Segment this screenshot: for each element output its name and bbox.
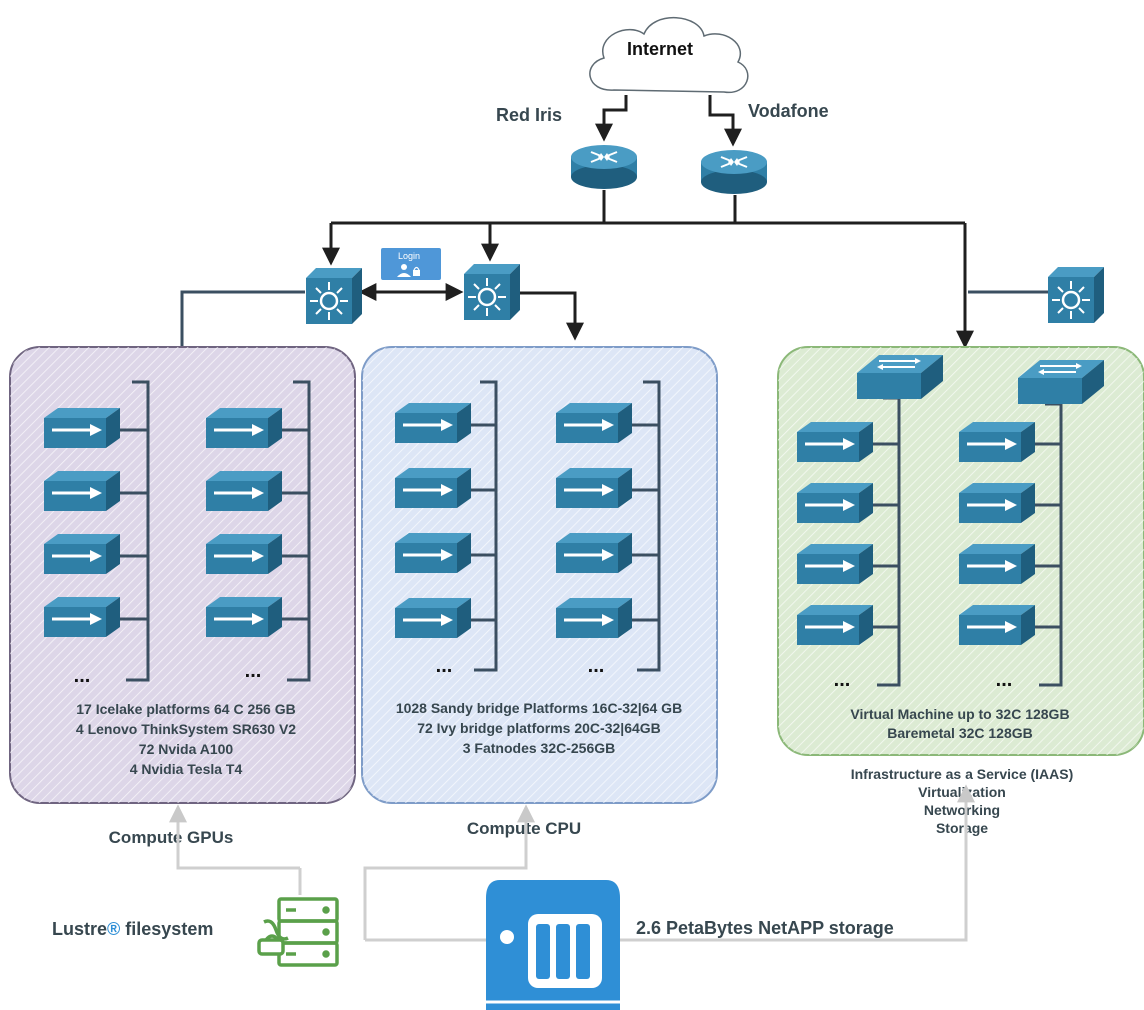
iaas-rack-2-switch-icon xyxy=(959,422,1035,462)
gpu-line-4: 4 Nvidia Tesla T4 xyxy=(130,761,243,777)
gpu-rack-2-switch-icon xyxy=(206,534,282,574)
cpu-rack-2-switch-icon xyxy=(556,533,632,573)
compute-cpu-title: Compute CPU xyxy=(467,819,581,838)
iaas-rack-2-switch-icon xyxy=(959,544,1035,584)
gpu-rack1-ellipsis: ... xyxy=(74,665,91,687)
cpu-rack-1-switch-icon xyxy=(395,403,471,443)
gpu-cluster-description: 17 Icelake platforms 64 C 256 GB 4 Lenov… xyxy=(76,701,296,777)
cpu-rack-1-switch-icon xyxy=(395,533,471,573)
iaas-rack-1-switch-icon xyxy=(797,544,873,584)
registered-mark: ® xyxy=(107,919,120,939)
iaas-rack-2-bus xyxy=(1039,402,1063,687)
cpu-rack-2-switch-icon xyxy=(556,598,632,638)
iaas-line-1: Virtual Machine up to 32C 128GB xyxy=(850,706,1069,722)
internet-cloud: Internet xyxy=(589,17,749,94)
iaas-title-3: Networking xyxy=(924,802,1000,818)
user-lock-icon xyxy=(397,264,420,277)
cpu-cluster-box xyxy=(361,346,718,804)
cpu-line-1: 1028 Sandy bridge Platforms 16C-32|64 GB xyxy=(396,700,682,716)
backbone-lines xyxy=(322,190,974,349)
cpu-rack1-ellipsis: ... xyxy=(436,655,453,677)
gpu-rack-1-switch-icon xyxy=(44,597,120,637)
iaas-rack-1-switch-icon xyxy=(797,422,873,462)
login-label: Login xyxy=(398,251,420,261)
lustre-name: Lustre xyxy=(52,919,107,939)
cpu-line-3: 3 Fatnodes 32C-256GB xyxy=(463,740,616,756)
cpu-rack-1-switch-icon xyxy=(395,468,471,508)
cpu-line-2: 72 Ivy bridge platforms 20C-32|64GB xyxy=(417,720,661,736)
router-red-iris-icon xyxy=(571,144,637,189)
login-badge: Login xyxy=(381,248,441,280)
netapp-storage-icon xyxy=(486,880,620,1010)
gpu-rack-2-switch-icon xyxy=(206,471,282,511)
router-vodafone-icon xyxy=(701,149,767,194)
iaas-title-2: Virtualization xyxy=(918,784,1006,800)
gpu-line-1: 17 Icelake platforms 64 C 256 GB xyxy=(76,701,295,717)
cpu-rack-2-switch-icon xyxy=(556,403,632,443)
gpu-rack-2-bus xyxy=(287,380,311,682)
gpu-rack-2-switch-icon xyxy=(206,597,282,637)
iaas-cluster-description: Virtual Machine up to 32C 128GB Baremeta… xyxy=(850,706,1069,741)
iaas-rack-1-switch-icon xyxy=(797,605,873,645)
iaas-rack-2-switch-icon xyxy=(959,483,1035,523)
iaas-rack1-ellipsis: ... xyxy=(834,669,851,691)
netapp-label: 2.6 PetaBytes NetAPP storage xyxy=(636,918,894,938)
red-iris-label: Red Iris xyxy=(496,105,562,125)
iaas-title-1: Infrastructure as a Service (IAAS) xyxy=(851,766,1074,782)
gpu-cluster-box xyxy=(9,346,356,804)
core-switch-cpu-icon xyxy=(464,264,520,320)
cpu-rack2-ellipsis: ... xyxy=(588,655,605,677)
compute-gpus-title: Compute GPUs xyxy=(109,828,234,847)
gpu-line-2: 4 Lenovo ThinkSystem SR630 V2 xyxy=(76,721,296,737)
storage-links xyxy=(169,784,975,942)
gpu-rack-2-switch-icon xyxy=(206,408,282,448)
core-switch-iaas-icon xyxy=(1048,267,1104,323)
gpu-rack-1-bus xyxy=(126,380,150,682)
server-racks xyxy=(44,380,1063,687)
iaas-line-2: Baremetal 32C 128GB xyxy=(887,725,1033,741)
iaas-title-4: Storage xyxy=(936,820,988,836)
iaas-rack-2-switch-icon xyxy=(959,605,1035,645)
lustre-label: Lustre® filesystem xyxy=(52,919,213,939)
vodafone-label: Vodafone xyxy=(748,101,829,121)
cpu-cluster-description: 1028 Sandy bridge Platforms 16C-32|64 GB… xyxy=(396,700,682,756)
gpu-rack-1-switch-icon xyxy=(44,408,120,448)
iaas-title: Infrastructure as a Service (IAAS) Virtu… xyxy=(851,766,1074,836)
uplink-lines xyxy=(595,95,742,147)
cpu-rack-1-switch-icon xyxy=(395,598,471,638)
cpu-rack-1-bus xyxy=(474,380,498,672)
internet-label: Internet xyxy=(627,39,693,59)
gpu-line-3: 72 Nvida A100 xyxy=(139,741,234,757)
lustre-suffix: filesystem xyxy=(120,919,213,939)
iaas-rack2-ellipsis: ... xyxy=(996,669,1013,691)
gpu-rack-1-switch-icon xyxy=(44,534,120,574)
core-switch-gpu-icon xyxy=(306,268,362,324)
iaas-rack-1-switch-icon xyxy=(797,483,873,523)
cpu-rack-2-switch-icon xyxy=(556,468,632,508)
cpu-rack-2-bus xyxy=(637,380,661,672)
lustre-server-icon xyxy=(257,897,339,967)
gpu-rack-1-switch-icon xyxy=(44,471,120,511)
cluster-uplinks xyxy=(180,290,1050,347)
gpu-rack2-ellipsis: ... xyxy=(245,660,262,682)
